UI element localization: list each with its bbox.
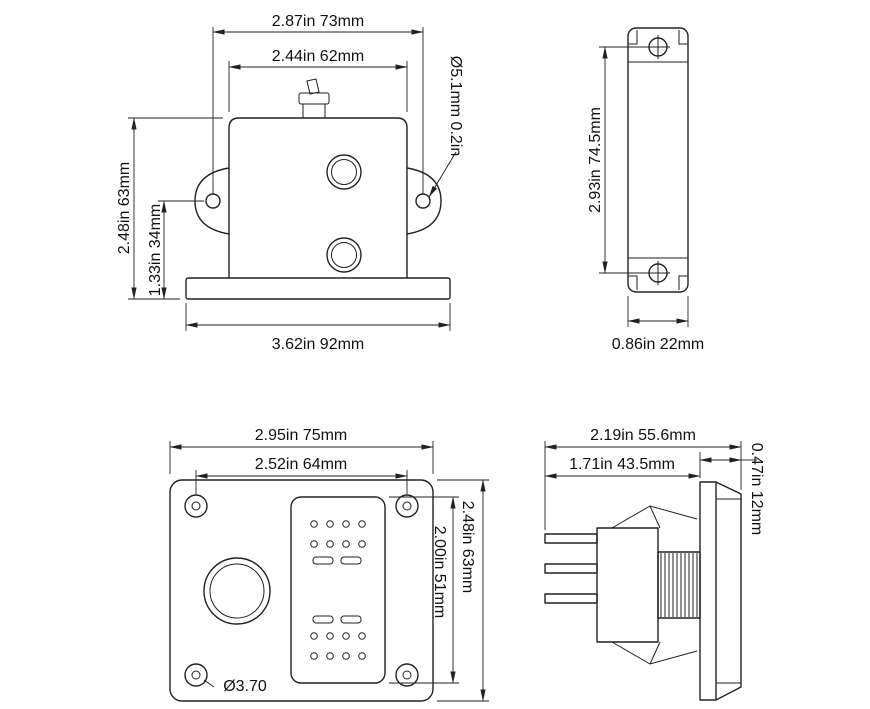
dim-total-height-label: 2.48in 63mm	[116, 162, 133, 255]
panel-screw-top-left	[184, 494, 208, 518]
dim-cutout-height-label: 2.00in 51mm	[431, 526, 448, 619]
buzzer-inner	[209, 563, 265, 619]
vent-dot	[326, 540, 334, 548]
side-outline	[627, 27, 689, 293]
dim-panel-width-label: 2.95in 75mm	[255, 427, 348, 444]
corner-notch	[678, 275, 688, 290]
panel-outline	[169, 479, 434, 702]
bracket-base	[185, 277, 451, 300]
panel-screw-center	[191, 670, 201, 680]
panel-screw-bottom-left	[184, 663, 208, 687]
connector-neck	[302, 103, 326, 119]
terminal-blade	[306, 78, 320, 95]
terminal	[544, 563, 598, 574]
vent-dot	[358, 652, 366, 660]
dim-body-width-label: 2.44in 62mm	[272, 48, 365, 65]
face-hole-upper-outer	[326, 154, 362, 190]
vent-dot	[326, 652, 334, 660]
vent-slot	[312, 615, 334, 624]
vent-dot	[342, 520, 350, 528]
ear-hole-right	[415, 193, 431, 209]
face-hole-lower-inner	[331, 242, 357, 268]
bracket-body	[228, 117, 408, 278]
dim-hole-dia-label: Ø5.1mm 0.2in	[447, 56, 464, 156]
vent-dot	[310, 632, 318, 640]
vent-dot	[358, 520, 366, 528]
bracket-front-view: 2.87in 73mm 2.44in 62mm 2.48in 63mm 1.33…	[116, 13, 464, 353]
vent-dot	[358, 540, 366, 548]
spring-clip-bottom-leg	[649, 641, 661, 665]
corner-notch	[678, 30, 688, 45]
face-hole-lower-outer	[326, 237, 362, 273]
mount-ear-right	[406, 167, 442, 235]
panel-front-view: 2.95in 75mm 2.52in 64mm 2.00in 51mm 2.48…	[169, 427, 489, 702]
dim-behind-panel-depth-label: 1.71in 43.5mm	[569, 456, 675, 473]
vent-dot	[326, 632, 334, 640]
panel-screw-bottom-right	[395, 663, 419, 687]
vent-slot	[312, 556, 334, 565]
buzzer-outer	[203, 557, 271, 625]
connector-cap	[298, 92, 330, 105]
bezel	[715, 481, 742, 701]
mounting-flange	[699, 481, 717, 701]
ear-hole-left	[205, 193, 221, 209]
dim-total-depth-label: 2.19in 55.6mm	[590, 427, 696, 444]
face-hole-upper-inner	[331, 159, 357, 185]
corner-notch	[628, 30, 638, 45]
spring-clip-top-leg	[649, 505, 661, 529]
vent-dot	[342, 540, 350, 548]
terminal	[544, 533, 598, 544]
vent-dot	[358, 632, 366, 640]
dim-side-depth-label: 0.86in 22mm	[612, 336, 705, 353]
dim-screw-spacing-label: 2.52in 64mm	[255, 456, 348, 473]
vent-dot	[326, 520, 334, 528]
dim-side-height-label: 2.93in 74.5mm	[587, 107, 604, 213]
knurl-texture	[660, 553, 698, 617]
panel-screw-top-right	[395, 494, 419, 518]
knurled-nut	[657, 551, 701, 619]
dim-screw-dia-label: Ø3.70	[223, 678, 267, 695]
terminal	[544, 593, 598, 604]
vent-dot	[310, 540, 318, 548]
panel-screw-center	[191, 501, 201, 511]
dim-base-width-label: 3.62in 92mm	[272, 336, 365, 353]
panel-screw-center	[402, 501, 412, 511]
rocker-cutout	[290, 496, 386, 684]
switch-body	[596, 527, 659, 643]
vent-slot	[340, 556, 362, 565]
leader-line-hole-dia	[428, 151, 457, 198]
vent-dot	[342, 652, 350, 660]
dim-hole-height-label: 1.33in 34mm	[147, 204, 164, 297]
corner-notch	[628, 275, 638, 290]
dim-panel-height-label: 2.48in 63mm	[459, 501, 476, 594]
vent-dot	[310, 652, 318, 660]
vent-slot	[340, 615, 362, 624]
dim-ear-span-label: 2.87in 73mm	[272, 13, 365, 30]
switch-side-view: 2.19in 55.6mm 1.71in 43.5mm 0.47in 12mm	[544, 427, 765, 701]
bracket-side-view: 2.93in 74.5mm 0.86in 22mm	[587, 27, 705, 353]
panel-screw-center	[402, 670, 412, 680]
dim-bezel-depth-label: 0.47in 12mm	[748, 443, 765, 536]
leader-line-screw-dia	[203, 679, 215, 688]
vent-dot	[310, 520, 318, 528]
vent-dot	[342, 632, 350, 640]
